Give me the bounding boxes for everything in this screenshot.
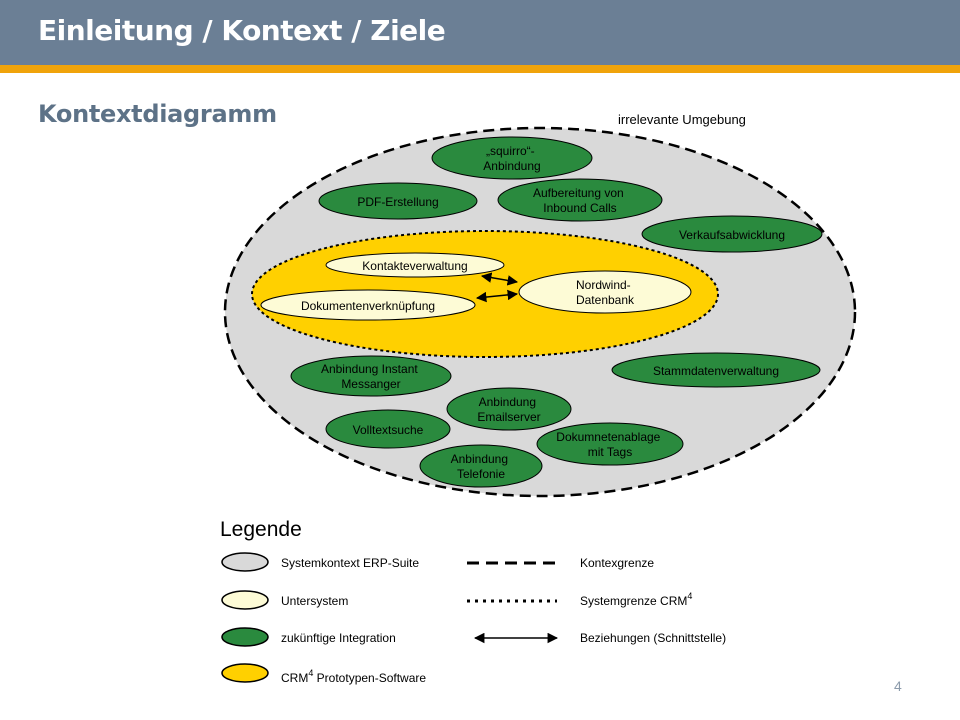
subsystem-nordwind-datenbank [518, 270, 692, 314]
subsystem-label: Nordwind- Datenbank [576, 278, 635, 307]
legend: Legende Systemkontext ERP-Suite Untersys… [220, 518, 726, 685]
integration-label: Anbindung Instant Messanger [321, 362, 421, 391]
integration-volltextsuche [325, 409, 451, 449]
subsystem-kontakteverwaltung [325, 252, 505, 278]
legend-line-label: Beziehungen (Schnittstelle) [580, 631, 726, 645]
legend-swatch-prototyp [221, 663, 269, 683]
legend-swatch-integration [221, 627, 269, 647]
subsystems: Kontakteverwaltung Dokumentenverknüpfung… [260, 252, 692, 321]
integration-label: Aufbereitung von Inbound Calls [533, 186, 627, 215]
legend-label: CRM4 Prototypen-Software [281, 668, 426, 685]
integration-label: Verkaufsabwicklung [679, 228, 785, 242]
legend-swatch-systemkontext [221, 552, 269, 572]
integration-dokumentenablage [536, 422, 684, 466]
legend-line-label: Systemgrenze CRM4 [580, 591, 692, 608]
integration-label: Anbindung Emailserver [477, 395, 540, 424]
page-title: Einleitung / Kontext / Ziele [38, 14, 446, 47]
integration-label: „squirro“- Anbindung [483, 144, 540, 173]
integration-label: PDF-Erstellung [357, 195, 438, 209]
legend-label: Untersystem [281, 594, 348, 608]
legend-label: zukünftige Integration [281, 631, 396, 645]
legend-line-label: Kontexgrenze [580, 556, 654, 570]
integration-label: Volltextsuche [353, 423, 424, 437]
integration-telefonie [419, 444, 543, 488]
subsystem-label: Kontakteverwaltung [362, 259, 467, 273]
integration-stammdaten [611, 352, 821, 388]
integration-inbound-calls [497, 178, 663, 222]
relation-arrow-dokumente [475, 289, 519, 303]
legend-swatch-untersystem [221, 590, 269, 610]
subsystem-dokumentenverknuepfung [260, 289, 476, 321]
integration-instant-messanger [290, 355, 452, 397]
integration-pdf [318, 182, 478, 220]
integration-label: Stammdatenverwaltung [653, 364, 779, 378]
integration-squirro [431, 136, 593, 180]
integration-emailserver [446, 387, 572, 431]
relation-arrow-kontakte [480, 272, 519, 286]
legend-title: Legende [220, 518, 302, 541]
integration-verkauf [641, 215, 823, 253]
page-number: 4 [894, 678, 902, 694]
accent-divider [0, 65, 960, 73]
legend-label: Systemkontext ERP-Suite [281, 556, 419, 570]
future-integrations: „squirro“- Anbindung PDF-Erstellung Aufb… [290, 136, 823, 488]
slide-subtitle: Kontextdiagramm [38, 100, 277, 128]
subsystem-label: Dokumentenverknüpfung [301, 299, 435, 313]
environment-label: irrelevante Umgebung [618, 112, 746, 127]
header-bar: Einleitung / Kontext / Ziele [0, 0, 960, 65]
integration-label: Dokumnetenablage mit Tags [556, 430, 663, 459]
integration-label: Anbindung Telefonie [451, 452, 512, 481]
